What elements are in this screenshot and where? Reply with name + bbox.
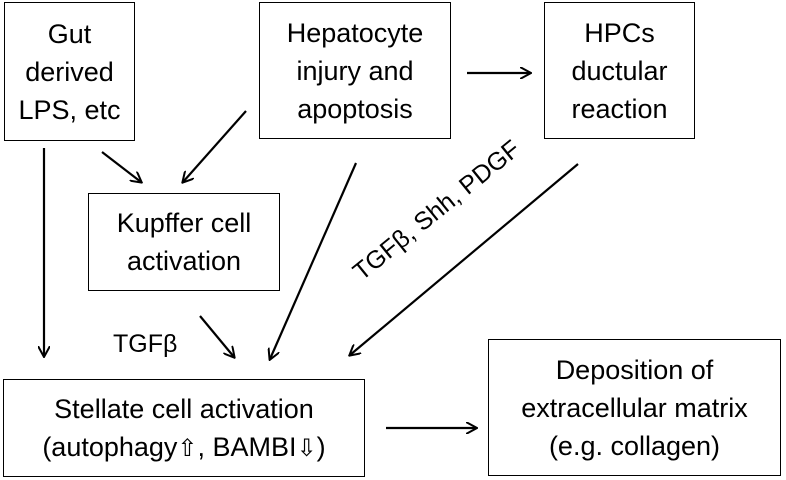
arrow-hepatocyte-to-stellate <box>270 162 358 359</box>
arrow-kupffer-to-stellate <box>199 315 234 357</box>
node-text: derived <box>25 56 114 87</box>
node-text: (e.g. collagen) <box>548 430 721 461</box>
node-text: Gut <box>47 18 92 49</box>
node-text: reaction <box>571 93 668 124</box>
node-text-line2: (autophagy⇧, BAMBI⇩) <box>42 428 325 467</box>
node-deposition-of-ecm: Deposition of extracellular matrix (e.g.… <box>488 339 781 476</box>
node-stellate-cell-activation: Stellate cell activation (autophagy⇧, BA… <box>3 379 365 477</box>
node-text: ) <box>316 431 326 462</box>
up-arrow-icon: ⇧ <box>177 433 198 462</box>
node-kupffer-cell-activation: Kupffer cell activation <box>88 193 280 291</box>
node-gut-derived-lps: Gut derived LPS, etc <box>4 2 135 141</box>
node-text: Deposition of <box>555 354 714 385</box>
down-arrow-icon: ⇩ <box>296 433 317 462</box>
node-text: HPCs <box>584 17 655 48</box>
node-hpcs-ductular-reaction: HPCs ductular reaction <box>544 2 695 139</box>
node-text: Stellate cell activation <box>54 393 314 424</box>
node-text: Hepatocyte <box>286 17 424 48</box>
node-text: ductular <box>571 55 668 86</box>
node-text: (autophagy <box>42 431 178 462</box>
node-text: extracellular matrix <box>521 392 748 423</box>
node-text: , BAMBI <box>197 431 297 462</box>
arrow-hpcs-to-stellate <box>350 163 579 355</box>
node-hepatocyte-injury: Hepatocyte injury and apoptosis <box>259 2 451 139</box>
arrow-gut-to-kupffer <box>101 151 141 182</box>
node-text: LPS, etc <box>18 94 121 125</box>
node-text: activation <box>126 246 242 276</box>
node-text: apoptosis <box>297 93 413 124</box>
node-text: Kupffer cell <box>116 208 252 238</box>
arrow-hepatocyte-to-kupffer <box>183 110 247 182</box>
node-text: injury and <box>296 55 414 86</box>
edge-label-tgfb: TGFβ <box>113 330 178 358</box>
